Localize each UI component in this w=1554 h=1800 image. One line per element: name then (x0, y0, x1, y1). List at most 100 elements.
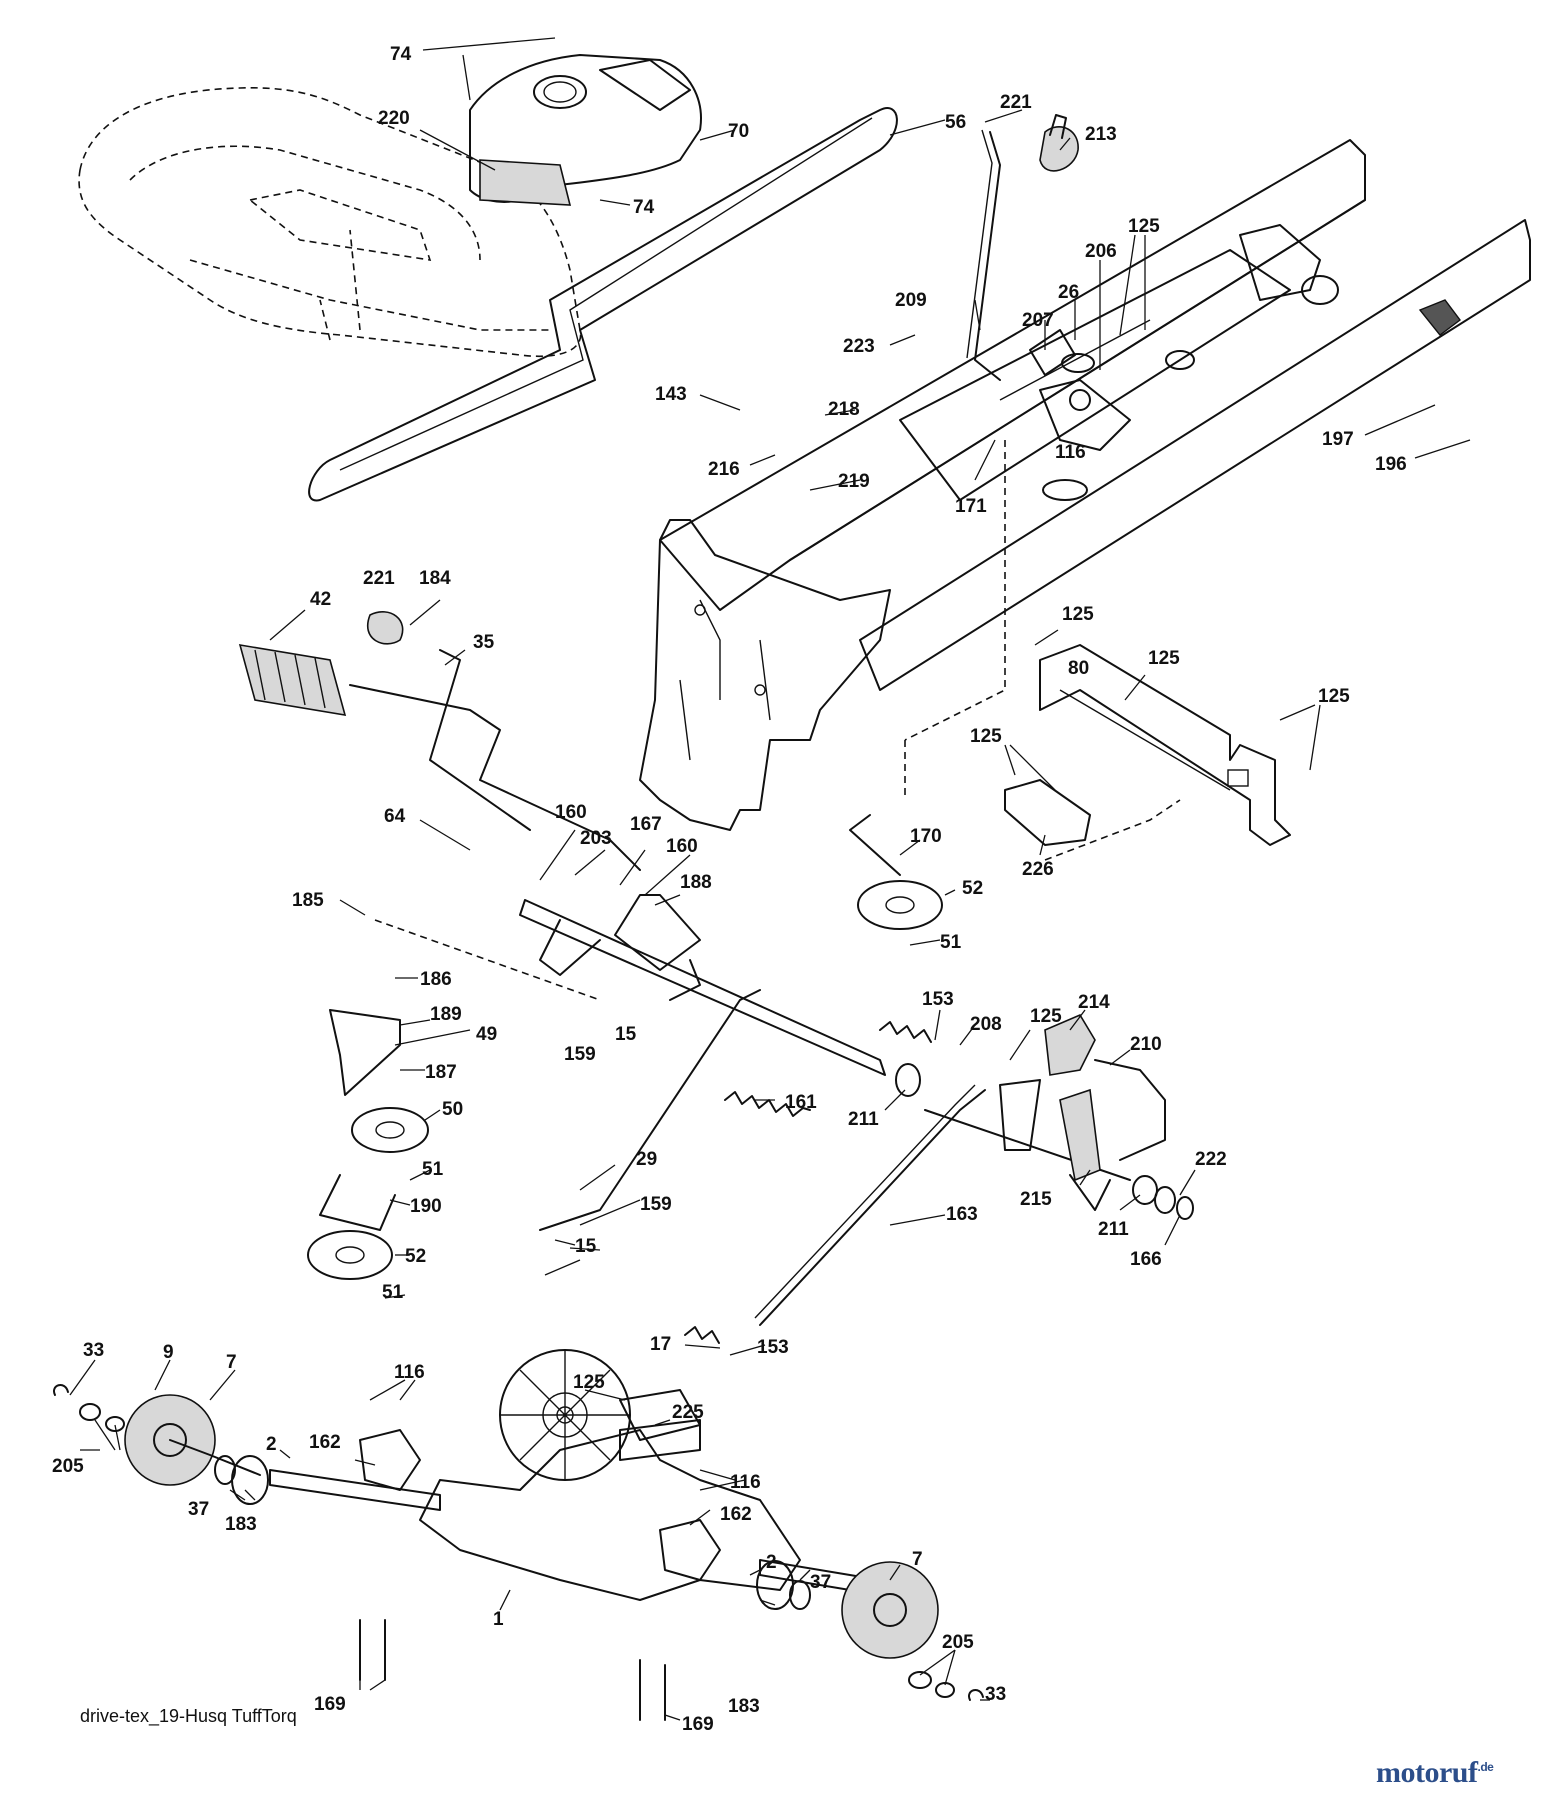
callout-label: 205 (52, 1456, 84, 1477)
callout-label: 188 (680, 872, 712, 893)
lift-rod (966, 114, 1079, 381)
callout-label: 211 (1098, 1219, 1129, 1240)
callout-label: 1 (493, 1609, 504, 1630)
main-frame (639, 139, 1531, 831)
callout-label: 187 (425, 1062, 457, 1083)
callout-label: 125 (1148, 648, 1180, 669)
callout-label: 189 (430, 1004, 462, 1025)
callout-label: 2 (266, 1434, 277, 1455)
callout-label: 7 (912, 1549, 923, 1570)
callout-label: 153 (757, 1337, 789, 1358)
callout-label: 206 (1085, 241, 1117, 262)
callout-label: 160 (666, 836, 698, 857)
pivot-plate (1029, 329, 1131, 451)
callout-label: 9 (163, 1342, 174, 1363)
callout-label: 226 (1022, 859, 1054, 880)
callout-label: 17 (650, 1334, 671, 1355)
drive-belt (308, 107, 898, 502)
callout-label: 161 (785, 1092, 817, 1113)
diagram-caption: drive-tex_19-Husq TuffTorq (80, 1706, 297, 1726)
callout-label: 203 (580, 828, 612, 849)
callout-label: 52 (405, 1246, 426, 1267)
callout-label: 185 (292, 890, 324, 911)
control-shaft (519, 894, 986, 1326)
callout-label: 215 (1020, 1189, 1052, 1210)
callout-label: 169 (682, 1714, 714, 1735)
callout-label: 160 (555, 802, 587, 823)
callout-label: 218 (828, 399, 860, 420)
callout-label: 211 (848, 1109, 879, 1130)
callout-label: 162 (720, 1504, 752, 1525)
watermark-main: motoruf (1376, 1756, 1478, 1789)
callout-label: 49 (476, 1024, 497, 1045)
wheel-hubs (53, 1384, 984, 1701)
callout-label: 37 (188, 1499, 209, 1520)
callout-label: 225 (672, 1402, 704, 1423)
callout-label: 153 (922, 989, 954, 1010)
callout-label: 125 (1318, 686, 1350, 707)
callout-label: 125 (1062, 604, 1094, 625)
watermark-logo: motoruf.de (1376, 1756, 1494, 1790)
callout-label: 170 (910, 826, 942, 847)
watermark-suffix: .de (1477, 1760, 1494, 1774)
callout-label: 190 (410, 1196, 442, 1217)
callout-label: 7 (226, 1352, 237, 1373)
callout-label: 125 (573, 1372, 605, 1393)
transaxle-brackets (359, 1389, 721, 1721)
seat-outline (78, 87, 582, 358)
callout-label: 208 (970, 1014, 1002, 1035)
callout-label: 166 (1130, 1249, 1162, 1270)
idler-pulleys (307, 814, 943, 1280)
callout-label: 51 (382, 1282, 404, 1303)
callout-label: 80 (1068, 658, 1089, 679)
callout-label: 26 (1058, 282, 1079, 303)
callout-label: 159 (640, 1194, 672, 1215)
leader-lines (69, 37, 1471, 1721)
callout-label: 205 (942, 1632, 974, 1653)
callout-label: 125 (970, 726, 1002, 747)
callout-label: 33 (985, 1684, 1006, 1705)
spring-161 (684, 1021, 932, 1344)
callout-label: 70 (728, 121, 749, 142)
callout-label: 2 (766, 1552, 777, 1573)
callout-label: 214 (1078, 992, 1110, 1013)
callout-label: 33 (83, 1340, 104, 1361)
callout-label: 15 (615, 1024, 637, 1045)
dashed-leaders (374, 440, 1181, 1001)
callout-label: 169 (314, 1694, 346, 1715)
callout-label: 56 (945, 112, 966, 133)
callout-label: 210 (1130, 1034, 1162, 1055)
callout-label: 183 (728, 1696, 760, 1717)
callout-label: 162 (309, 1432, 341, 1453)
callout-label: 125 (1030, 1006, 1062, 1027)
callout-label: 116 (1055, 442, 1086, 463)
callout-label: 50 (442, 1099, 463, 1120)
callout-label: 167 (630, 814, 662, 835)
callout-label: 74 (633, 197, 655, 218)
callout-label: 216 (708, 459, 740, 480)
callout-label: 222 (1195, 1149, 1227, 1170)
callout-label: 37 (810, 1572, 831, 1593)
callout-label: 221 (363, 568, 395, 589)
callout-label: 183 (225, 1514, 257, 1535)
callout-label: 51 (940, 932, 962, 953)
callout-label: 74 (390, 44, 412, 65)
callout-labels: 74 220 70 74 56 221 213 125 206 209 26 2… (52, 44, 1407, 1735)
callout-label: 220 (378, 108, 410, 129)
callout-label: 159 (564, 1044, 596, 1065)
shift-handle (238, 611, 641, 871)
callout-label: 116 (394, 1362, 425, 1383)
pedal-assembly (895, 1013, 1194, 1220)
callout-label: 116 (730, 1472, 761, 1493)
callout-label: 213 (1085, 124, 1117, 145)
callout-label: 42 (310, 589, 331, 610)
callout-label: 223 (843, 336, 875, 357)
callout-label: 29 (636, 1149, 657, 1170)
callout-label: 184 (419, 568, 451, 589)
callout-label: 171 (955, 496, 987, 517)
callout-label: 64 (384, 806, 406, 827)
callout-label: 219 (838, 471, 870, 492)
rear-bracket (1039, 644, 1291, 846)
callout-label: 221 (1000, 92, 1032, 113)
